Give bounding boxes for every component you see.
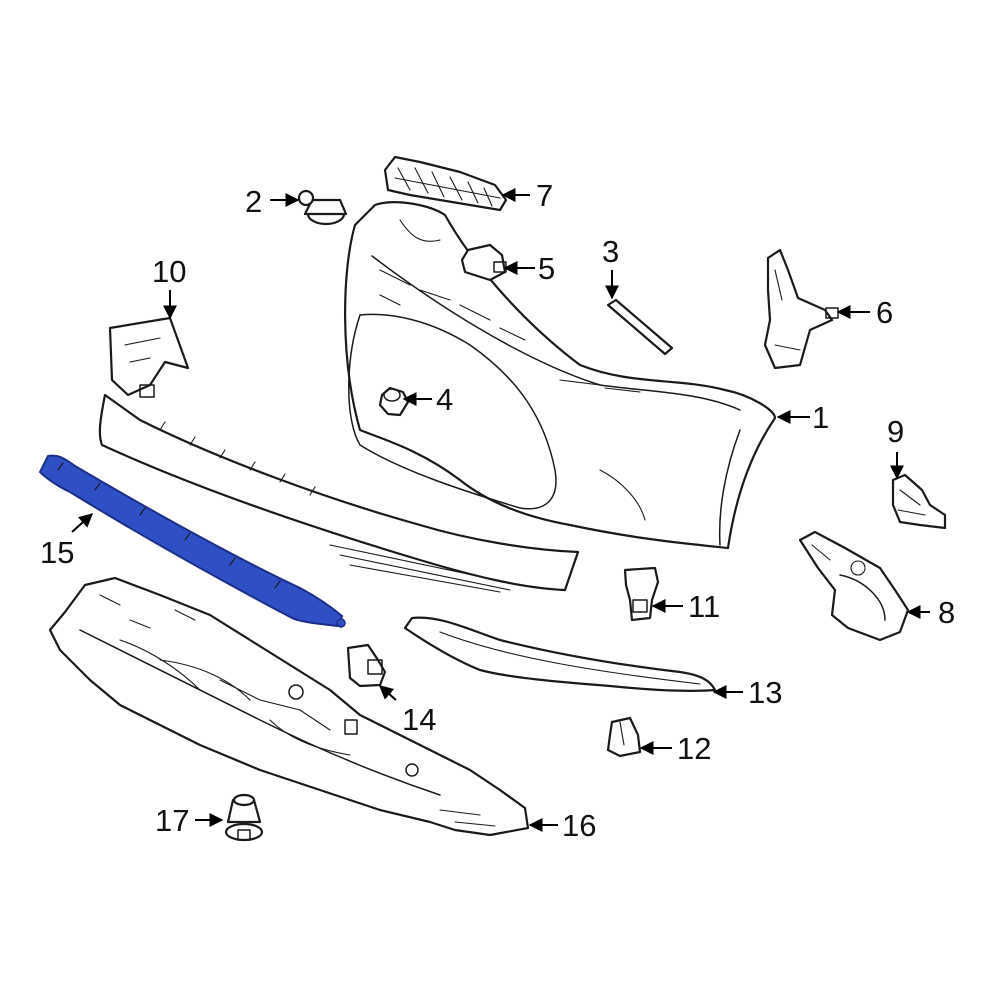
callout-6: 6 <box>876 295 893 330</box>
callout-15: 15 <box>40 535 74 570</box>
under-shield-part-16[interactable] <box>48 576 530 837</box>
callout-12: 12 <box>677 731 711 766</box>
clip-part-4[interactable] <box>378 386 410 417</box>
lower-deflector-strip-part-15[interactable] <box>38 454 346 628</box>
push-clip-part-2[interactable] <box>297 189 348 226</box>
clip-part-14[interactable] <box>346 643 387 688</box>
leader-15 <box>71 513 94 533</box>
molding-strip-part-3[interactable] <box>606 298 674 356</box>
lower-molding-part-13[interactable] <box>403 616 717 692</box>
callout-17: 17 <box>155 803 189 838</box>
leader-lines <box>71 188 930 832</box>
callout-13: 13 <box>748 675 782 710</box>
upper-bracket-part-7[interactable] <box>383 155 508 212</box>
bumper-cover-part-1[interactable] <box>344 201 777 550</box>
callout-7: 7 <box>536 178 553 213</box>
clip-part-12[interactable] <box>606 716 642 758</box>
lower-bumper-grille <box>98 393 580 593</box>
callout-16: 16 <box>562 808 596 843</box>
callout-9: 9 <box>887 414 904 449</box>
clip-part-5[interactable] <box>460 243 507 282</box>
side-bracket-part-6[interactable] <box>763 248 839 370</box>
push-clip-part-17[interactable] <box>224 793 264 842</box>
callout-14: 14 <box>402 702 436 737</box>
callout-5: 5 <box>538 251 555 286</box>
callout-10: 10 <box>152 254 186 289</box>
callout-8: 8 <box>938 595 955 630</box>
leader-14 <box>378 685 397 701</box>
callout-3: 3 <box>602 234 619 269</box>
callout-labels: 1 2 3 4 5 6 7 8 9 10 11 12 13 14 15 16 1… <box>40 178 955 843</box>
callout-2: 2 <box>245 184 262 219</box>
bracket-part-11[interactable] <box>623 566 660 622</box>
side-bracket-part-10[interactable] <box>108 316 190 398</box>
bracket-part-9[interactable] <box>891 473 947 530</box>
fog-lamp-bezel-part-8[interactable] <box>798 530 910 642</box>
callout-1: 1 <box>812 400 829 435</box>
callout-11: 11 <box>688 589 720 624</box>
callout-4: 4 <box>436 382 453 417</box>
